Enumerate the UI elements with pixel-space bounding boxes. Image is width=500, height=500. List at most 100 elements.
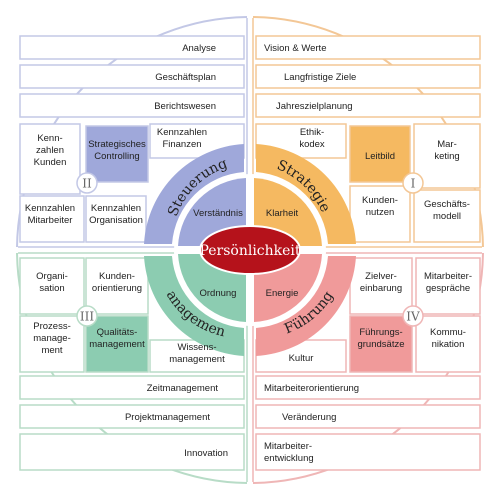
- management-box-label-line: orientierung: [92, 283, 142, 294]
- steuerung-box-label-line: Kennzahlen: [25, 203, 75, 214]
- steuerung-box-label-line: Kennzahlen: [157, 127, 207, 138]
- fuehrung-box-label-line: Zielver-: [365, 271, 397, 282]
- sector-management: [144, 256, 244, 356]
- steuerung-row-3: [19, 93, 245, 118]
- fuehrung-box-label-line: gespräche: [426, 283, 470, 294]
- core-label-steuerung: Verständnis: [193, 208, 243, 219]
- strategie-box-kundennutzen: [349, 185, 411, 243]
- fuehrung-row-line: Mitarbeiter-: [264, 441, 312, 452]
- number-steuerung: II: [82, 177, 92, 191]
- strategie-box-label-line: modell: [433, 211, 461, 222]
- fuehrung-row-label-multiline: Mitarbeiter- entwicklung: [264, 441, 315, 464]
- core-label-management: Ordnung: [200, 288, 237, 299]
- center-label: Persönlichkeit: [199, 243, 300, 259]
- number-strategie: I: [411, 177, 416, 191]
- strategie-box-label-line: nutzen: [366, 207, 395, 218]
- steuerung-box-label-line: Finanzen: [162, 139, 201, 150]
- strategie-box-geschaeftsmodell: [413, 189, 481, 243]
- sector-strategie: [256, 144, 356, 244]
- management-row-2: [19, 404, 245, 429]
- outer-rows: [19, 35, 481, 471]
- management-box-kundenorientierung: [85, 257, 149, 315]
- management-box-label-line: manage-: [33, 333, 71, 344]
- strategie-row-label: Langfristige Ziele: [284, 72, 356, 83]
- fuehrung-box-label-line: einbarung: [360, 283, 402, 294]
- sector-steuerung: [144, 144, 244, 244]
- strategie-box-label: Kunden-nutzen: [362, 195, 398, 218]
- strategie-row-1: [255, 35, 481, 60]
- strategie-box-leitbild: [349, 125, 411, 183]
- inner-ring: [144, 144, 356, 356]
- steuerung-box-label-line: Kenn-: [37, 133, 62, 144]
- strategie-box-label-line: Ethik-: [300, 127, 324, 138]
- steuerung-box-label-line: Kennzahlen: [91, 203, 141, 214]
- management-row-label: Zeitmanagement: [147, 383, 219, 394]
- core-labels: Verständnis Klarheit Ordnung Energie Per…: [193, 208, 301, 299]
- steuerung-box-label-line: Organisation: [89, 215, 143, 226]
- strategie-box-label-line: Leitbild: [365, 151, 395, 162]
- management-box-label: Wissens-management: [169, 342, 225, 365]
- strategie-box-label: Ethik-kodex: [299, 127, 325, 150]
- management-box-label-line: ment: [41, 345, 62, 356]
- quadrant-numbers: II I III IV: [76, 172, 424, 327]
- steuerung-box-kunden: [19, 123, 81, 195]
- fuehrung-box-label: Kultur: [289, 353, 314, 364]
- fuehrung-box-label-line: nikation: [432, 339, 465, 350]
- fuehrung-box-label-line: grundsätze: [357, 339, 404, 350]
- fuehrung-row-2: [255, 404, 481, 429]
- strategie-box-label-line: Geschäfts-: [424, 199, 470, 210]
- management-box-organisation: [19, 257, 85, 315]
- fuehrung-row-line: entwicklung: [264, 453, 314, 464]
- fuehrung-box-kommunikation: [415, 315, 481, 373]
- steuerung-row-label: Berichtswesen: [154, 101, 216, 112]
- strategie-row-label: Vision & Werte: [264, 43, 326, 54]
- management-row-3: [19, 433, 245, 471]
- management-box-label-line: Prozess-: [33, 321, 70, 332]
- strategie-row-label: Jahreszielplanung: [276, 101, 353, 112]
- number-management: III: [80, 310, 94, 324]
- fuehrung-row-label: Mitarbeiterorientierung: [264, 383, 359, 394]
- row-labels: Analyse Geschäftsplan Berichtswesen Visi…: [125, 43, 359, 464]
- steuerung-box-mitarbeiter: [19, 195, 85, 243]
- steuerung-box-organisation: [85, 195, 147, 243]
- core-label-strategie: Klarheit: [266, 208, 299, 219]
- management-box-label: Kunden-orientierung: [92, 271, 142, 294]
- core-label-fuehrung: Energie: [266, 288, 299, 299]
- strategie-box-label: Mar-keting: [434, 139, 459, 162]
- management-box-label: Prozess-manage-ment: [33, 321, 71, 356]
- management-box-prozess: [19, 315, 85, 373]
- fuehrung-box-label: Zielver-einbarung: [360, 271, 402, 294]
- fuehrung-row-label: Veränderung: [282, 412, 336, 423]
- management-box-label-line: management: [169, 354, 225, 365]
- steuerung-row-1: [19, 35, 245, 60]
- management-row-1: [19, 375, 245, 400]
- steuerung-row-label: Geschäftsplan: [155, 72, 216, 83]
- fuehrung-box-label-line: Kultur: [289, 353, 314, 364]
- strategie-box-label: Leitbild: [365, 151, 395, 162]
- steuerung-box-label-line: zahlen: [36, 145, 64, 156]
- management-box-label-line: Qualitäts-: [97, 327, 138, 338]
- strategie-box-label-line: Kunden-: [362, 195, 398, 206]
- steuerung-box-controlling: [85, 125, 149, 183]
- strategie-box-label-line: kodex: [299, 139, 325, 150]
- steuerung-row-label: Analyse: [182, 43, 216, 54]
- management-box-label-line: Kunden-: [99, 271, 135, 282]
- fuehrung-box-grundsaetze: [349, 315, 413, 373]
- steuerung-box-label-line: Strategisches: [88, 139, 146, 150]
- fuehrung-box-ziele: [349, 257, 413, 315]
- fuehrung-box-label: Führungs-grundsätze: [357, 327, 404, 350]
- fuehrung-box-label: Mitarbeiter-gespräche: [424, 271, 472, 294]
- steuerung-box-label-line: Controlling: [94, 151, 139, 162]
- steuerung-box-label-line: Kunden: [34, 157, 67, 168]
- management-row-label: Innovation: [184, 448, 228, 459]
- fuehrung-box-label: Kommu-nikation: [430, 327, 466, 350]
- strategie-row-2: [255, 64, 481, 89]
- management-row-label: Projektmanagement: [125, 412, 210, 423]
- management-box-qualitaet: [85, 315, 149, 373]
